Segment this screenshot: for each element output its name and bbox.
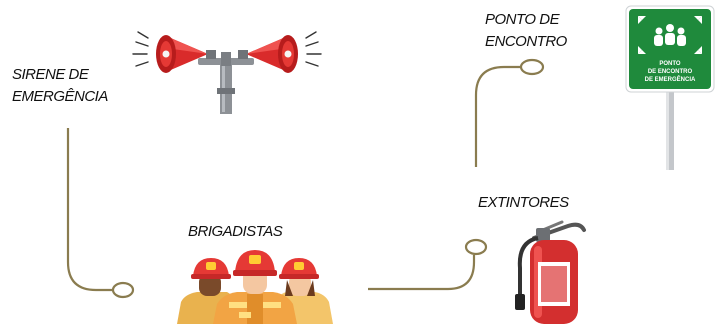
- siren-icon: [132, 31, 322, 114]
- label-sirene-line1: SIRENE DE: [12, 66, 89, 83]
- label-ponto: PONTO DE ENCONTRO: [485, 9, 567, 53]
- sign-line1: PONTO: [659, 61, 681, 67]
- sign-line3: DE EMERGÊNCIA: [645, 75, 696, 83]
- label-extintores: EXTINTORES: [478, 192, 569, 214]
- connector-brigadistas-extintores: [368, 255, 476, 291]
- connector-node-brigadistas: [111, 281, 135, 299]
- sign-line2: DE ENCONTRO: [648, 69, 693, 75]
- label-extintores-text: EXTINTORES: [478, 194, 569, 211]
- connector-node-ponto: [519, 58, 545, 76]
- connector-sirene-brigadistas: [66, 128, 113, 292]
- label-brigadistas-text: BRIGADISTAS: [188, 223, 283, 240]
- fire-extinguisher-icon: [515, 220, 586, 324]
- label-brigadistas: BRIGADISTAS: [188, 221, 283, 243]
- label-sirene-line2: EMERGÊNCIA: [12, 88, 108, 105]
- connector-extintores-ponto: [474, 65, 521, 167]
- connector-node-extintores: [464, 238, 488, 256]
- label-ponto-line1: PONTO DE: [485, 11, 560, 28]
- meeting-point-sign-icon: PONTO DE ENCONTRO DE EMERGÊNCIA: [625, 5, 715, 170]
- firefighters-icon: [177, 250, 333, 324]
- label-sirene: SIRENE DE EMERGÊNCIA: [12, 64, 108, 108]
- label-ponto-line2: ENCONTRO: [485, 33, 567, 50]
